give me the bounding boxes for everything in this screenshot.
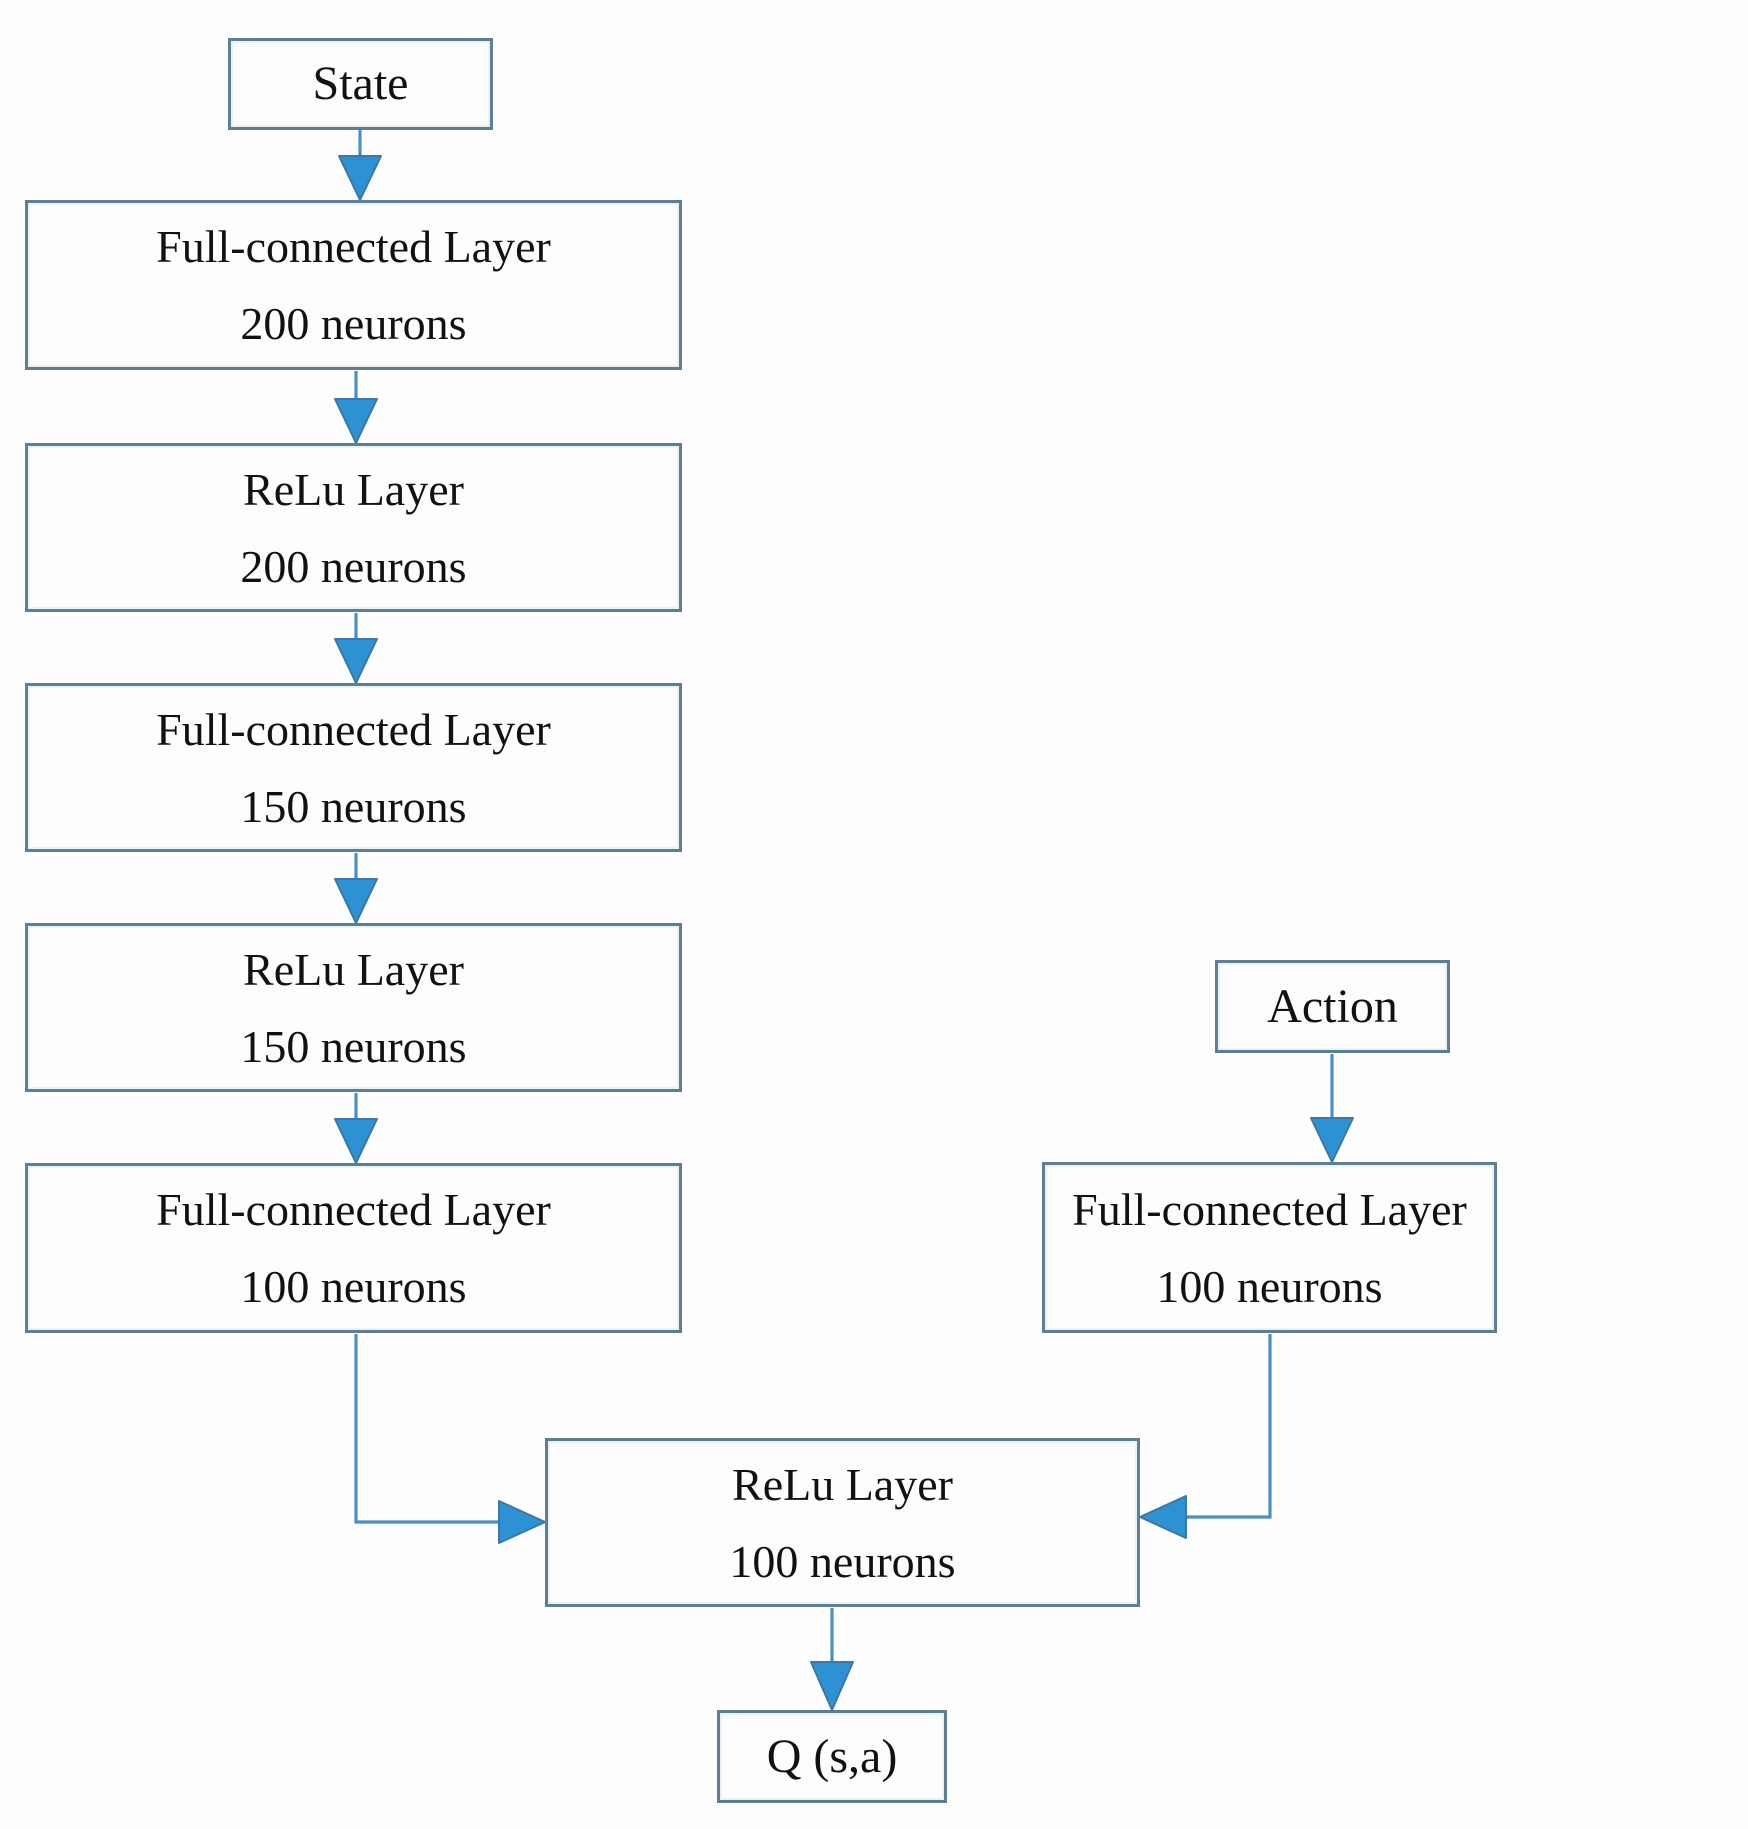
node-fc-layer-150: Full-connected Layer 150 neurons [25,683,682,852]
arrow-state-to-fc200 [338,130,382,201]
node-action-label: Action [1267,979,1398,1033]
arrow-fc200-to-relu200 [334,371,378,444]
node-fc-100-left-neurons: 100 neurons [240,1261,467,1312]
arrow-fc100-left-to-relu100 [354,1334,546,1544]
node-relu-200-title: ReLu Layer [243,463,464,515]
node-relu-150-title: ReLu Layer [243,943,464,995]
node-fc-200-neurons: 200 neurons [240,298,467,349]
node-fc-100-right-neurons: 100 neurons [1156,1260,1383,1312]
node-state-label: State [312,57,409,110]
node-fc-layer-200: Full-connected Layer 200 neurons [25,200,682,370]
node-fc-150-neurons: 150 neurons [240,780,467,832]
arrow-fc100-right-to-relu100 [1139,1334,1272,1539]
node-action-input: Action [1215,960,1450,1053]
arrow-relu200-to-fc150 [334,613,378,684]
arrow-fc150-to-relu150 [334,853,378,924]
arrow-action-to-fc100-right [1310,1054,1354,1163]
node-relu-150-neurons: 150 neurons [240,1020,467,1072]
node-relu-layer-150: ReLu Layer 150 neurons [25,923,682,1092]
node-fc-layer-100-left: Full-connected Layer 100 neurons [25,1163,682,1333]
node-state-input: State [228,38,493,130]
node-fc-150-title: Full-connected Layer [156,703,551,755]
node-relu-200-neurons: 200 neurons [240,540,467,592]
node-relu-layer-200: ReLu Layer 200 neurons [25,443,682,612]
node-relu-100-title: ReLu Layer [732,1458,953,1510]
node-q-output: Q (s,a) [717,1710,947,1803]
arrow-relu150-to-fc100-left [334,1093,378,1164]
node-fc-200-title: Full-connected Layer [156,221,551,272]
node-fc-layer-100-right: Full-connected Layer 100 neurons [1042,1162,1497,1333]
arrow-relu100-to-q [810,1608,854,1711]
node-q-label: Q (s,a) [766,1729,898,1783]
node-fc-100-right-title: Full-connected Layer [1072,1183,1467,1235]
node-relu-100-neurons: 100 neurons [729,1535,956,1587]
node-fc-100-left-title: Full-connected Layer [156,1184,551,1235]
node-relu-layer-100: ReLu Layer 100 neurons [545,1438,1140,1607]
